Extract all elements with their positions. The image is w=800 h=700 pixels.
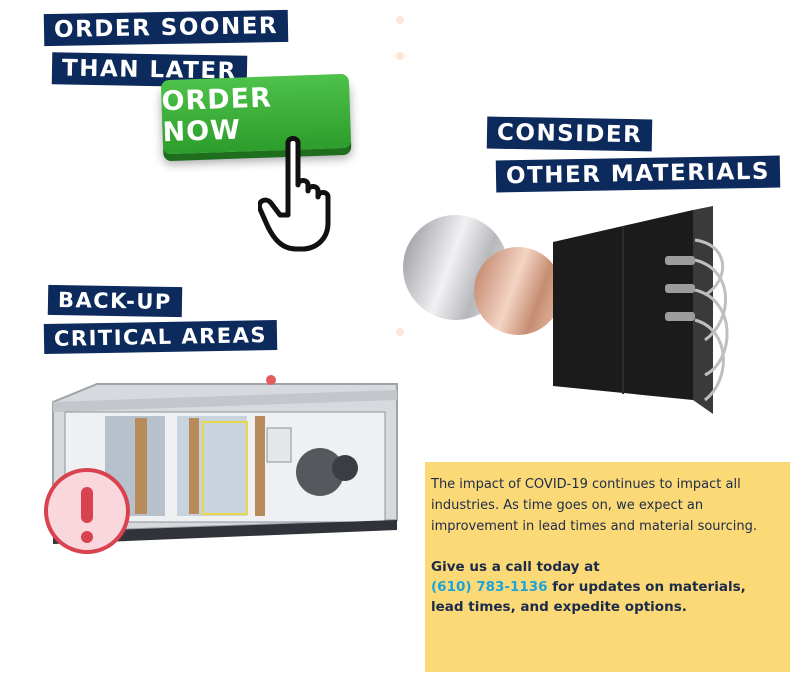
- exclamation-icon: [81, 487, 93, 543]
- materials-headline-line2: OTHER MATERIALS: [495, 155, 781, 193]
- decor-dot: [396, 52, 404, 60]
- note-cta: Give us a call today at (610) 783-1136 f…: [431, 557, 776, 617]
- note-body: The impact of COVID-19 continues to impa…: [431, 477, 757, 534]
- alert-icon: [44, 468, 130, 554]
- order-headline-line1: ORDER SOONER: [43, 9, 289, 47]
- pointing-hand-icon: [258, 136, 331, 252]
- decor-dot: [396, 328, 404, 336]
- note-cta-suffix: for updates on materials, lead times, an…: [431, 579, 746, 615]
- materials-headline-line1: CONSIDER: [486, 116, 653, 152]
- coil-product-image: [553, 206, 729, 414]
- backup-headline-line1: BACK-UP: [47, 284, 183, 318]
- note-cta-prefix: Give us a call today at: [431, 559, 600, 575]
- decor-dot: [396, 16, 404, 24]
- backup-headline-line2: CRITICAL AREAS: [43, 319, 278, 355]
- copper-sample-disc: [474, 247, 562, 335]
- info-note: The impact of COVID-19 continues to impa…: [425, 462, 790, 672]
- phone-link[interactable]: (610) 783-1136: [431, 579, 548, 595]
